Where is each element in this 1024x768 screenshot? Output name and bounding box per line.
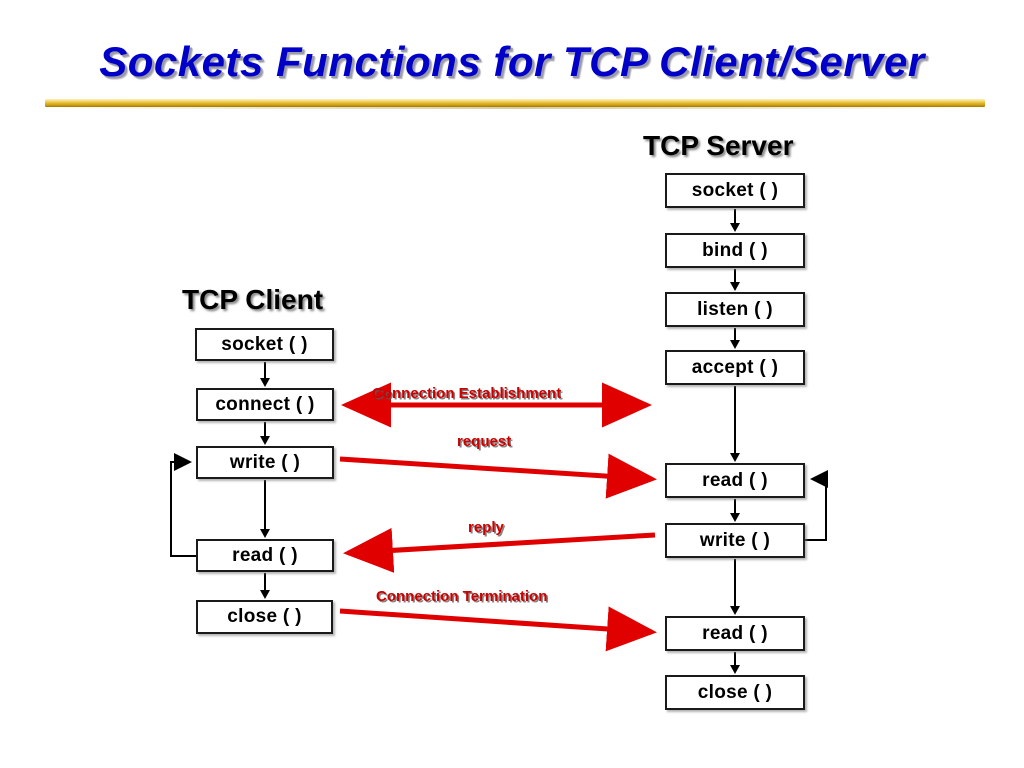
message-label-request: request xyxy=(457,433,512,450)
title-divider xyxy=(45,99,985,109)
client-connector-write-read xyxy=(260,480,270,538)
server-connector-socket-bind xyxy=(730,209,740,232)
message-label-reply: reply xyxy=(468,519,504,536)
arrow-request xyxy=(339,453,657,499)
arrow-connection-termination xyxy=(339,606,657,652)
server-box-read-6[interactable]: read ( ) xyxy=(665,616,805,651)
server-connector-write-read2 xyxy=(730,559,740,615)
server-connector-accept-read xyxy=(730,386,740,462)
client-connector-socket-connect xyxy=(260,362,270,387)
client-box-connect-1[interactable]: connect ( ) xyxy=(196,388,334,421)
client-connector-connect-write xyxy=(260,422,270,445)
page-title: Sockets Functions for TCP Client/Server xyxy=(99,38,925,85)
client-box-write-2[interactable]: write ( ) xyxy=(196,446,334,479)
client-box-close-4[interactable]: close ( ) xyxy=(196,600,333,634)
client-box-read-3[interactable]: read ( ) xyxy=(196,539,334,572)
server-connector-bind-listen xyxy=(730,269,740,291)
client-connector-read-close xyxy=(260,573,270,599)
arrow-reply xyxy=(343,527,656,573)
client-box-socket-0[interactable]: socket ( ) xyxy=(195,328,334,361)
server-connector-read2-close xyxy=(730,652,740,674)
server-box-read-4[interactable]: read ( ) xyxy=(665,463,805,498)
server-box-close-7[interactable]: close ( ) xyxy=(665,675,805,710)
server-box-socket-0[interactable]: socket ( ) xyxy=(665,173,805,208)
server-box-listen-2[interactable]: listen ( ) xyxy=(665,292,805,327)
server-connector-read-write xyxy=(730,499,740,522)
server-box-accept-3[interactable]: accept ( ) xyxy=(665,350,805,385)
server-column-heading: TCP Server xyxy=(643,130,794,161)
server-box-write-5[interactable]: write ( ) xyxy=(665,523,805,558)
client-loop-path xyxy=(170,453,196,557)
client-column-heading: TCP Client xyxy=(182,284,324,315)
server-connector-listen-accept xyxy=(730,328,740,349)
server-loop-path xyxy=(805,470,828,541)
message-label-connectionestablishment: Connection Establishment xyxy=(372,385,562,402)
server-box-bind-1[interactable]: bind ( ) xyxy=(665,233,805,268)
message-label-connectiontermination: Connection Termination xyxy=(376,588,548,605)
